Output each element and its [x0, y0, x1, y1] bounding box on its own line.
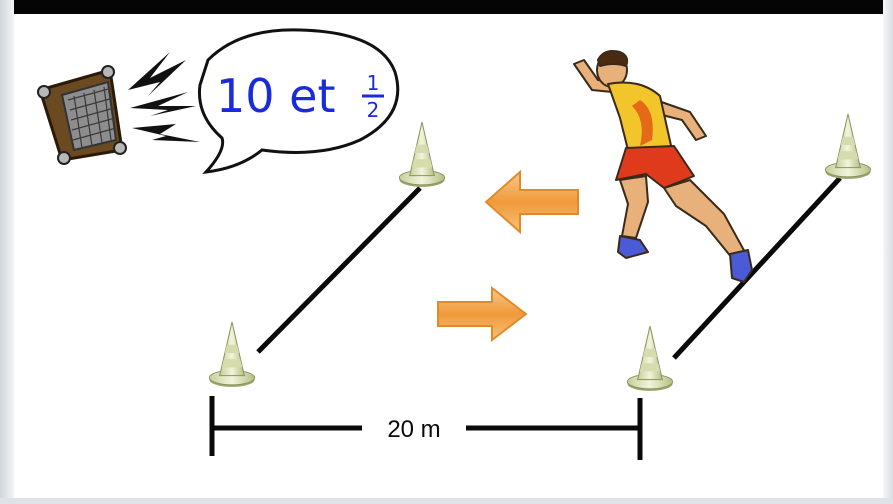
cone-icon [824, 113, 872, 180]
cone-icon [208, 321, 256, 388]
arrow-left-icon [484, 169, 579, 235]
arrow-right-icon [437, 285, 528, 343]
left-line [256, 186, 422, 354]
speech-bubble [197, 28, 400, 174]
speech-bubble-text: 10 et [216, 69, 336, 123]
cone-icon [626, 325, 674, 392]
right-border [883, 0, 893, 504]
distance-marker [209, 396, 643, 460]
sound-waves-icon [128, 52, 200, 142]
fraction-denominator: 2 [367, 98, 380, 122]
bottom-border [0, 498, 893, 504]
right-line [672, 176, 842, 360]
runner-icon [573, 50, 753, 283]
cone-icon [398, 121, 446, 188]
fraction-numerator: 1 [367, 71, 380, 95]
top-border [0, 0, 893, 14]
left-border [0, 0, 14, 504]
distance-label: 20 m [387, 416, 440, 443]
speaker-icon [37, 65, 127, 165]
